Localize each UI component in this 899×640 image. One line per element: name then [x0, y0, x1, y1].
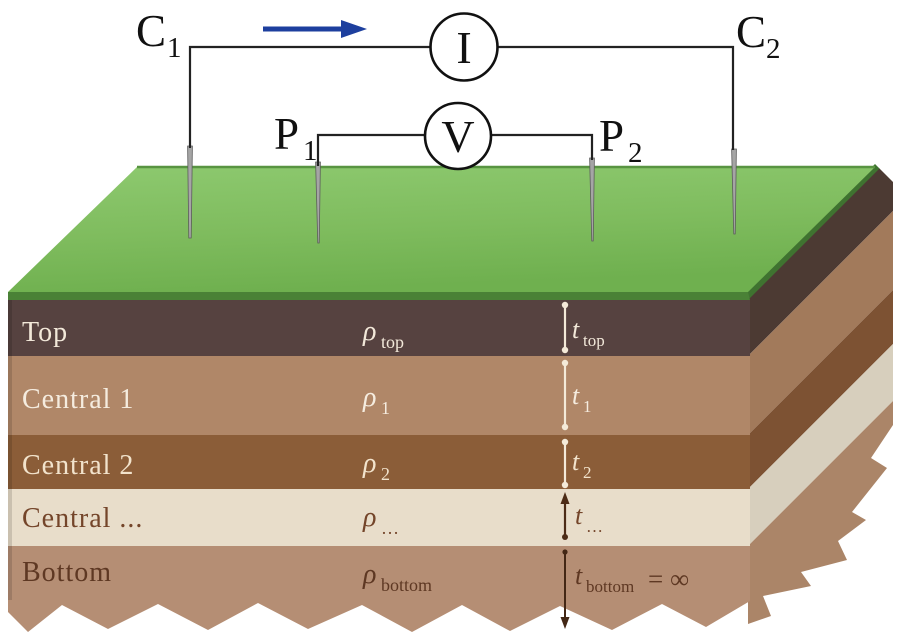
t-top: t	[572, 315, 580, 344]
soil-layer-front-bottom	[8, 546, 750, 632]
wire-ammeter-to-c2	[498, 45, 735, 150]
soil-layer-side-central2	[748, 278, 893, 489]
wire-p1-to-voltmeter	[316, 133, 425, 166]
front-face-left-shadow	[8, 300, 12, 600]
thickness-dot	[561, 438, 569, 446]
t-dots-sub: …	[586, 517, 603, 536]
thickness-arrowhead-up	[560, 492, 570, 504]
thickness-labels: t top t 1 t 2 t … t bottom = ∞	[572, 315, 689, 596]
electrode-label-c2-sub: 2	[766, 33, 781, 65]
layer-name-top: Top	[22, 317, 68, 348]
soil-layer-front-central-dots	[8, 489, 750, 546]
rho-2: ρ	[362, 448, 376, 479]
t-top-sub: top	[583, 331, 605, 350]
rho-dots: ρ	[362, 502, 376, 533]
electrode-label-c1-sub: 1	[167, 32, 182, 64]
thickness-dot	[561, 423, 569, 431]
layer-name-central1: Central 1	[22, 384, 134, 415]
t-dots: t	[575, 501, 583, 530]
soil-layer-side-top	[748, 164, 893, 356]
rho-1: ρ	[362, 382, 376, 413]
t-1-sub: 1	[583, 397, 592, 416]
thickness-arrowhead-down	[560, 617, 570, 629]
soil-layer-front-central2	[8, 435, 750, 489]
rho-bottom-sub: bottom	[381, 575, 432, 595]
rho-top: ρ	[362, 316, 376, 347]
electrode-label-p2-sub: 2	[628, 137, 643, 169]
t-bottom-sub: bottom	[586, 577, 634, 596]
grass-surface	[8, 167, 875, 292]
grass-front-edge	[8, 292, 750, 300]
layer-name-central2: Central 2	[22, 450, 134, 481]
layer-name-central-dots: Central ...	[22, 503, 143, 534]
electrode-pin-c1	[187, 145, 193, 239]
voltmeter-circle	[423, 101, 493, 171]
soil-layer-side-central1	[748, 199, 893, 435]
rho-top-sub: top	[381, 332, 404, 352]
electrode-label-p1: P	[274, 109, 299, 159]
rho-1-sub: 1	[381, 398, 390, 418]
thickness-dot	[561, 346, 569, 354]
thickness-dot	[561, 359, 569, 367]
t-bottom-infinity: = ∞	[648, 564, 689, 594]
electrode-label-c2: C	[736, 7, 766, 57]
t-2-sub: 2	[583, 463, 592, 482]
thickness-lines	[560, 301, 570, 629]
t-bottom: t	[575, 561, 583, 590]
rho-bottom: ρ	[362, 559, 376, 590]
ammeter-label: I	[456, 22, 471, 73]
thickness-dot	[561, 301, 569, 309]
rho-2-sub: 2	[381, 464, 390, 484]
electrode-pin-c2	[731, 148, 737, 235]
ammeter-circle	[429, 12, 499, 82]
t-2: t	[572, 447, 580, 476]
thickness-dot	[562, 534, 568, 540]
electrode-label-p2: P	[599, 111, 624, 161]
soil-layer-front-central1	[8, 356, 750, 435]
voltmeter-label: V	[441, 111, 474, 162]
circuit-wires	[188, 45, 735, 166]
layer-name-bottom: Bottom	[22, 557, 112, 588]
electrode-labels: C 1 P 1 P 2 C 2	[136, 6, 781, 169]
electrode-label-p1-sub: 1	[303, 135, 318, 167]
rho-dots-sub: …	[381, 518, 399, 538]
wire-voltmeter-to-p2	[491, 133, 594, 160]
wire-c1-to-ammeter	[188, 45, 430, 148]
t-1: t	[572, 381, 580, 410]
rho-labels: ρ top ρ 1 ρ 2 ρ … ρ bottom	[362, 316, 432, 595]
soil-layer-side-central-dots	[748, 332, 893, 546]
thickness-dot	[561, 481, 569, 489]
current-direction-arrow-icon	[263, 20, 367, 38]
electrode-label-c1: C	[136, 6, 166, 56]
soil-layer-front-top	[8, 300, 750, 356]
thickness-dot	[562, 549, 568, 555]
